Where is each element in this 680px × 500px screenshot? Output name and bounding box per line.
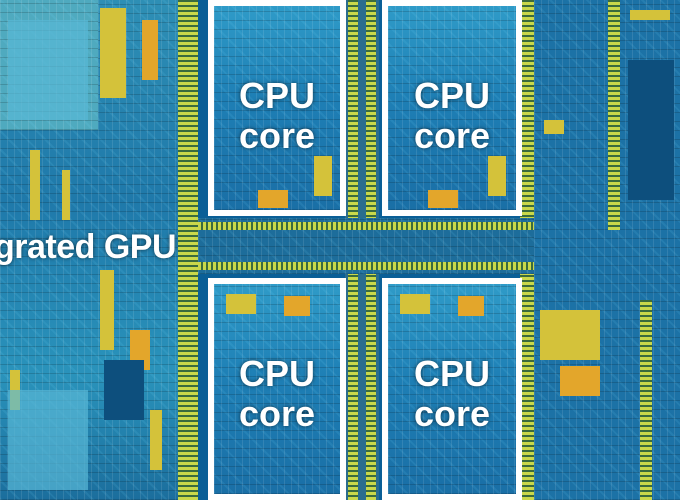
system-agent-region <box>534 0 680 500</box>
cpu-core-label-line2: core <box>413 115 491 156</box>
uncore-io-stripe <box>608 0 620 230</box>
core-logic-block <box>428 190 458 208</box>
gpu-eu-array <box>8 20 88 120</box>
gpu-eu-array <box>8 390 88 490</box>
gpu-logic-block <box>150 410 162 470</box>
cpu-core-top-right: CPU core <box>382 0 522 216</box>
core-logic-block <box>400 294 430 314</box>
cache-strip-left <box>178 0 198 500</box>
cpu-core-label: CPU core <box>388 354 516 434</box>
gpu-logic-block <box>100 8 126 98</box>
uncore-dark-block <box>628 60 674 200</box>
cache-band-stripe-top <box>198 222 534 230</box>
uncore-logic-block <box>560 366 600 396</box>
core-logic-block <box>314 156 332 196</box>
gpu-logic-block <box>142 20 158 80</box>
cpu-core-label-line1: CPU <box>413 75 490 116</box>
cpu-core-bottom-left: CPU core <box>208 278 346 500</box>
cpu-core-label-line2: core <box>413 393 491 434</box>
core-logic-block <box>488 156 506 196</box>
core-logic-block <box>258 190 288 208</box>
cpu-core-label-line1: CPU <box>238 353 315 394</box>
integrated-gpu-label: grated GPU <box>0 228 177 266</box>
gpu-logic-block <box>30 150 40 220</box>
core-logic-block <box>458 296 484 316</box>
uncore-logic-block <box>544 120 564 134</box>
cpu-core-label: CPU core <box>214 354 340 434</box>
cpu-core-label: CPU core <box>388 76 516 156</box>
uncore-logic-block <box>630 10 670 20</box>
uncore-io-stripe <box>640 300 652 500</box>
cpu-core-bottom-right: CPU core <box>382 278 522 500</box>
cpu-core-label: CPU core <box>214 76 340 156</box>
cpu-core-label-line1: CPU <box>413 353 490 394</box>
cpu-core-label-line2: core <box>238 393 316 434</box>
gpu-dark-block <box>104 360 144 420</box>
cache-band-stripe-bottom <box>198 262 534 270</box>
cpu-core-top-left: CPU core <box>208 0 346 216</box>
core-logic-block <box>284 296 310 316</box>
gpu-logic-block <box>100 270 114 350</box>
cpu-core-label-line1: CPU <box>238 75 315 116</box>
core-logic-block <box>226 294 256 314</box>
cpu-core-label-line2: core <box>238 115 316 156</box>
gpu-logic-block <box>62 170 70 220</box>
uncore-logic-block <box>540 310 600 360</box>
